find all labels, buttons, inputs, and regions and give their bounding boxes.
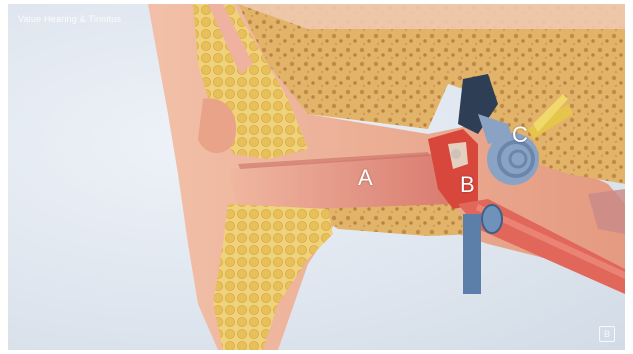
ear-anatomy-drawing: [8, 4, 625, 350]
label-c: C: [512, 124, 528, 146]
watermark-text: Value Hearing & Tinnitus: [18, 14, 121, 24]
corner-logo-icon: B: [599, 326, 615, 342]
ear-anatomy-illustration: Value Hearing & Tinnitus A B C B: [8, 4, 625, 350]
blood-vessel: [463, 214, 481, 294]
label-b: B: [460, 174, 475, 196]
temporal-bone-lower: [308, 204, 478, 236]
label-a: A: [358, 167, 373, 189]
